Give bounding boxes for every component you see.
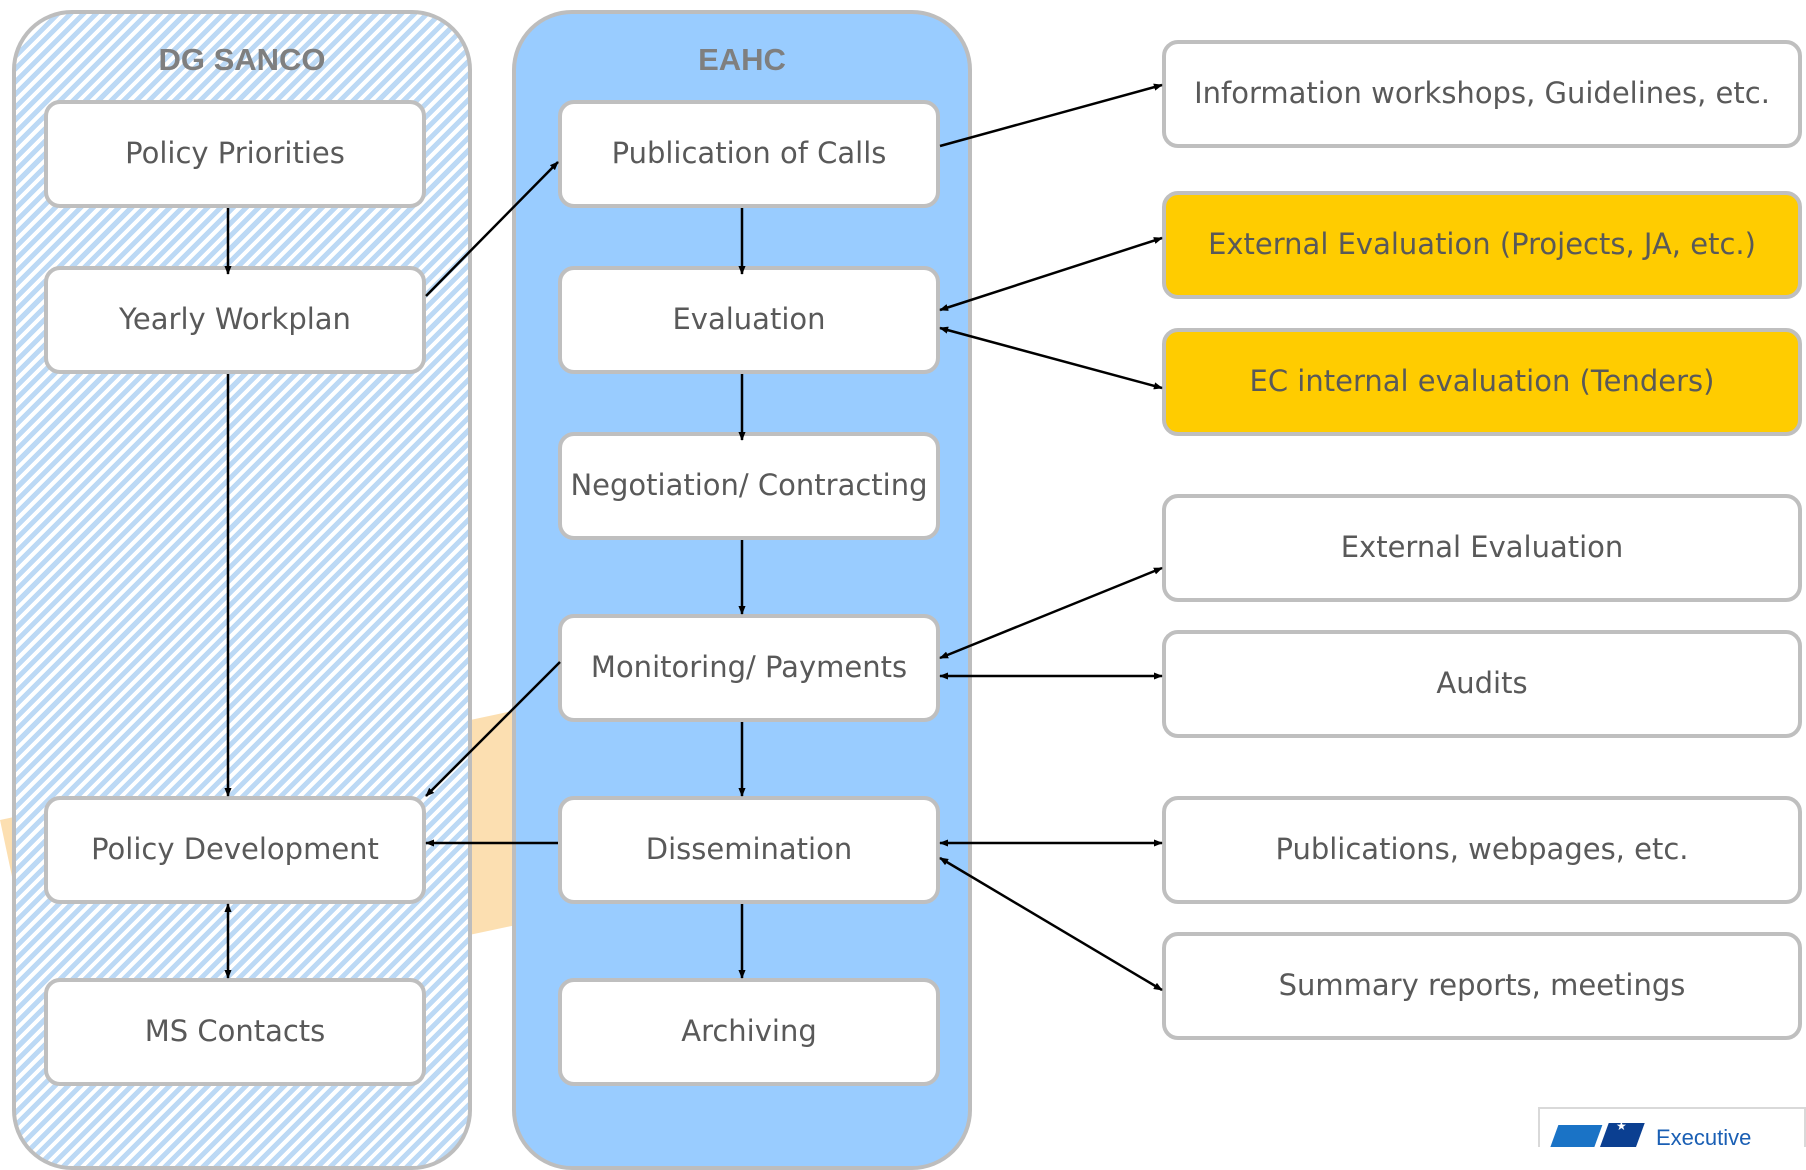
box-audits: Audits — [1162, 630, 1802, 738]
box-publication-of-calls: Publication of Calls — [558, 100, 940, 208]
box-policy-priorities: Policy Priorities — [44, 100, 426, 208]
executive-agency-logo: ★ Executive — [1538, 1107, 1806, 1147]
box-summary-reports: Summary reports, meetings — [1162, 932, 1802, 1040]
box-policy-development: Policy Development — [44, 796, 426, 904]
arrow-monitoring-external-evaluation — [939, 566, 1163, 660]
box-ec-internal-evaluation: EC internal evaluation (Tenders) — [1162, 328, 1802, 436]
arrow-publication-to-workshops — [939, 83, 1163, 148]
arrow-evaluation-ec-internal — [939, 326, 1163, 390]
box-publications-webpages: Publications, webpages, etc. — [1162, 796, 1802, 904]
box-evaluation: Evaluation — [558, 266, 940, 374]
box-archiving: Archiving — [558, 978, 940, 1086]
lane-title-eahc: EAHC — [698, 42, 786, 77]
arrow-dissemination-summary — [939, 856, 1163, 992]
arrow-evaluation-external-projects — [939, 236, 1163, 312]
box-negotiation-contracting: Negotiation/ Contracting — [558, 432, 940, 540]
box-ms-contacts: MS Contacts — [44, 978, 426, 1086]
lane-title-dg-sanco: DG SANCO — [158, 42, 326, 77]
logo-text: Executive — [1656, 1125, 1752, 1147]
box-information-workshops: Information workshops, Guidelines, etc. — [1162, 40, 1802, 148]
box-external-evaluation: External Evaluation — [1162, 494, 1802, 602]
box-external-evaluation-projects: External Evaluation (Projects, JA, etc.) — [1162, 191, 1802, 299]
logo-flag-light — [1549, 1125, 1603, 1147]
box-dissemination: Dissemination — [558, 796, 940, 904]
logo-star-icon: ★ — [1616, 1119, 1627, 1133]
box-monitoring-payments: Monitoring/ Payments — [558, 614, 940, 722]
box-yearly-workplan: Yearly Workplan — [44, 266, 426, 374]
